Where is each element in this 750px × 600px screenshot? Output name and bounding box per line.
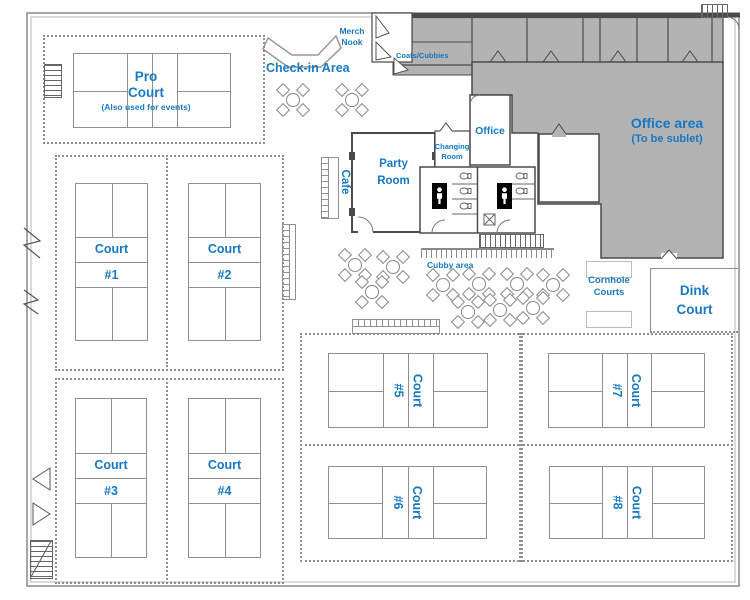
dining-table [275,82,311,118]
dining-table [334,82,370,118]
dining-table [535,267,571,303]
court-7: Court#7 [548,353,705,428]
court-label: Court#3 [94,458,128,498]
court-2: Court#2 [188,183,261,341]
zone-divider [166,155,168,367]
dink-court: Dink Court [650,268,738,333]
cornhole-board [586,311,632,328]
court-6: Court#6 [328,466,487,539]
dink-court-label: Dink [679,283,710,298]
dining-table [499,266,535,302]
check-in-area-label: Check-in Area [266,61,350,75]
stairs [30,540,53,579]
person-icon [501,187,508,205]
court-3: Court#3 [75,398,147,558]
dining-table [482,292,518,328]
dining-table [354,274,390,310]
restroom-sign-men [497,183,512,209]
court-label: Court#4 [207,458,242,498]
cubby-area-label: Cubby area [427,260,474,270]
zone-divider [166,378,168,580]
court-4: Court#4 [188,398,261,558]
dining-table [450,294,486,330]
court-label: Court#2 [207,242,242,282]
court-label: Court#1 [94,242,129,282]
cubby-shelf [421,248,554,258]
dining-table [337,247,373,283]
court-8: Court#8 [549,466,705,539]
restroom-sign-women [432,183,447,209]
office-label: Office [475,125,505,137]
dining-table [375,249,411,285]
person-icon [436,187,443,205]
cafe-label: Cafe [339,169,351,195]
zone-courts-7-8 [519,333,733,562]
office-area-label: Office area (To be sublet) [630,115,704,146]
dining-table [461,266,497,302]
dink-court-label: Court [676,301,713,317]
bench [352,319,440,334]
stairs [479,234,544,248]
coats-cubbies-label: Coats/Cubbies [396,51,449,60]
zone-divider [300,444,519,446]
dining-table [425,267,461,303]
zone-courts-3-4 [55,378,284,584]
zone-courts-5-6 [300,333,523,562]
cafe-counter [321,157,339,219]
court-1: Court#1 [75,183,148,341]
closet [44,64,62,98]
court-5: Court#5 [328,353,488,428]
zone-divider [519,444,729,446]
court-label: Court#8 [610,485,645,520]
pro-court-label: Pro Court (Also used for events) [101,68,191,112]
cornhole-board [586,261,632,278]
pro-court: Pro Court (Also used for events) [73,53,231,128]
dining-table [515,290,551,326]
court-label: Court#6 [391,485,425,520]
stairs [701,4,728,18]
bench [282,224,296,300]
